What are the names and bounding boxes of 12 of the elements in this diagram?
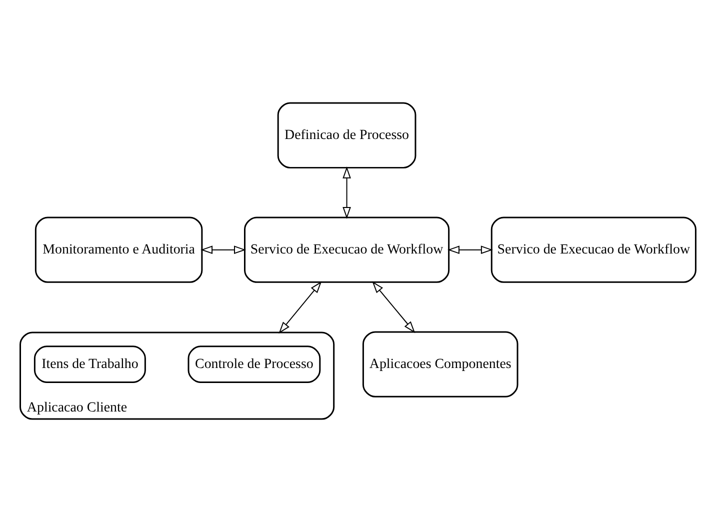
node-box: Monitoramento e Auditoria <box>34 216 203 282</box>
arrow <box>372 280 416 333</box>
node-box: Servico de Execucao de Workflow <box>244 216 450 282</box>
node-box: Itens de Trabalho <box>34 345 146 382</box>
node-box: Servico de Execucao de Workflow <box>490 216 696 282</box>
node-box: Aplicacoes Componentes <box>362 330 518 397</box>
arrow <box>448 245 493 254</box>
node-box: Definicao de Processo <box>277 102 416 168</box>
arrow <box>200 245 246 254</box>
arrow <box>278 280 322 334</box>
arrow <box>342 166 351 218</box>
node-box: Controle de Processo <box>188 345 321 382</box>
